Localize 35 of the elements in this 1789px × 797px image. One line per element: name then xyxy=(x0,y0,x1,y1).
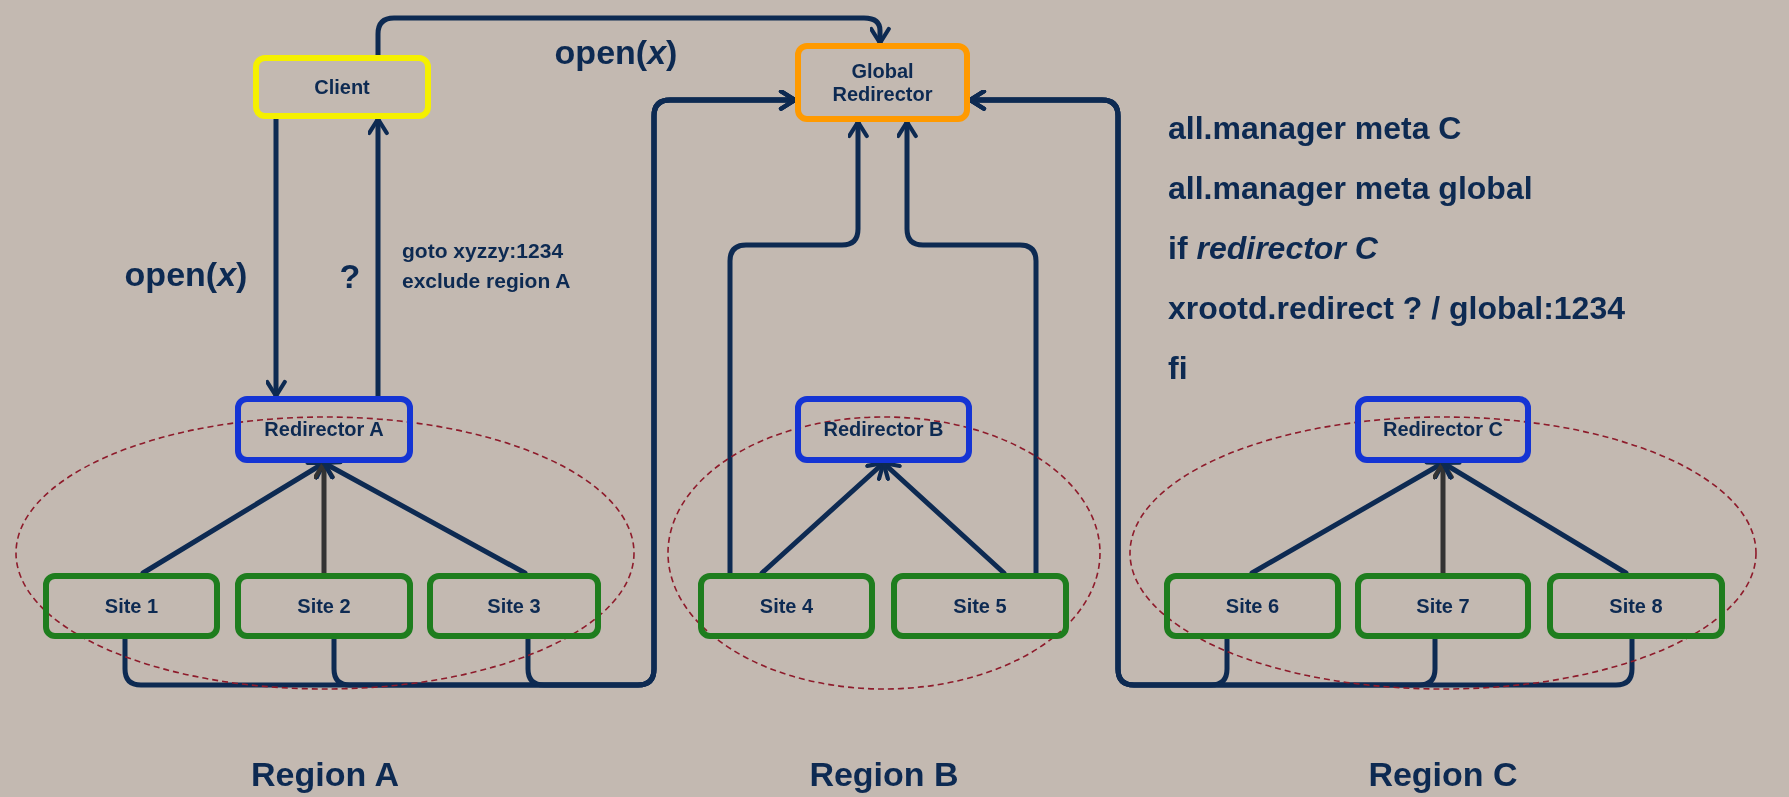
region-label: Region A xyxy=(250,754,400,794)
redirector-box: Redirector B xyxy=(795,396,972,463)
site-box: Site 3 xyxy=(427,573,601,639)
client-box: Client xyxy=(253,55,431,119)
edge-label: open(x) xyxy=(124,254,248,294)
config-line: all.manager meta C xyxy=(1168,109,1462,148)
redirector-box: Redirector A xyxy=(235,396,413,463)
arrow xyxy=(727,119,869,576)
site-box: Site 5 xyxy=(891,573,1069,639)
arrow xyxy=(881,460,1007,576)
redirector-box: Global Redirector xyxy=(795,43,970,122)
edge-label: open(x) xyxy=(554,32,678,72)
redirector-box: Redirector C xyxy=(1355,396,1531,463)
config-line: if redirector C xyxy=(1168,229,1378,268)
arrow xyxy=(367,116,389,399)
arrow xyxy=(525,89,798,688)
site-box: Site 4 xyxy=(698,573,875,639)
edge-label: ? xyxy=(339,256,361,296)
region-label: Region B xyxy=(808,754,960,794)
site-box: Site 7 xyxy=(1355,573,1531,639)
site-box: Site 6 xyxy=(1164,573,1341,639)
site-box: Site 8 xyxy=(1547,573,1725,639)
config-line: all.manager meta global xyxy=(1168,169,1533,208)
arrow xyxy=(967,89,1635,688)
arrow xyxy=(896,119,1039,576)
config-line: xrootd.redirect ? / global:1234 xyxy=(1168,289,1625,328)
note-text: goto xyzzy:1234 exclude region A xyxy=(402,238,572,294)
site-box: Site 2 xyxy=(235,573,413,639)
arrow xyxy=(375,15,891,58)
config-line: fi xyxy=(1168,349,1188,388)
arrow xyxy=(1440,460,1629,576)
arrow xyxy=(265,116,287,399)
arrow xyxy=(759,460,886,576)
region-label: Region C xyxy=(1367,754,1519,794)
site-box: Site 1 xyxy=(43,573,220,639)
